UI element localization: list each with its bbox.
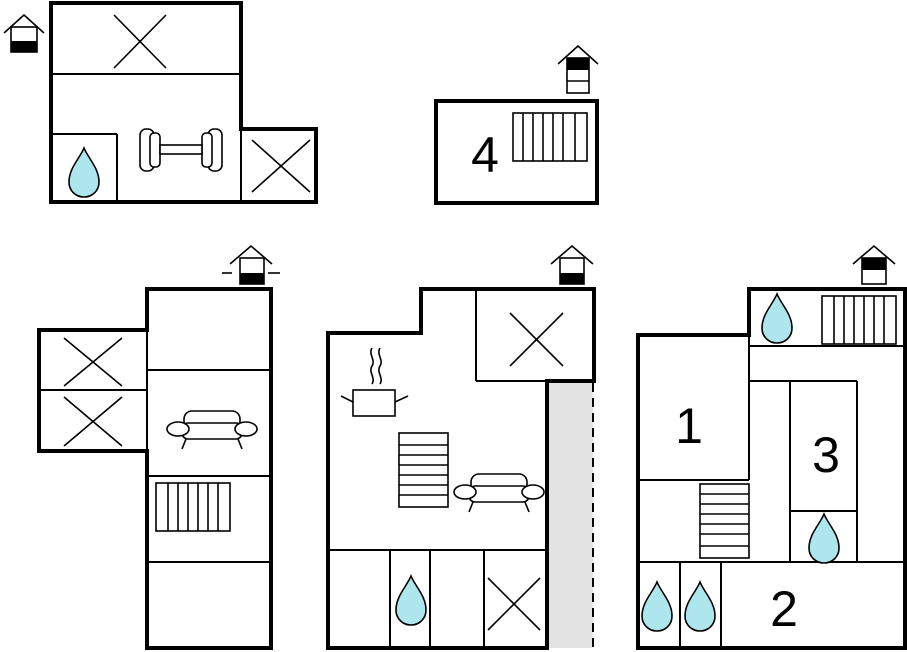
room-number-4: 4 (471, 127, 499, 183)
stairs-icon (512, 112, 588, 162)
cross-icon (63, 337, 123, 387)
block-bottom-left (37, 287, 273, 650)
cross-icon (509, 312, 564, 367)
level-icon-top-left (3, 13, 45, 53)
water-drop-icon (68, 147, 100, 198)
sofa-icon (166, 410, 258, 450)
dumbbell-icon (139, 128, 223, 172)
water-drop-icon (684, 581, 716, 632)
room-number-1: 1 (675, 398, 703, 454)
room-number-2: 2 (770, 581, 798, 637)
water-drop-icon (761, 293, 793, 344)
cross-icon (251, 139, 311, 193)
level-icon-bottom-right (852, 244, 896, 285)
water-drop-icon (641, 581, 673, 632)
level-icon-bottom-left (222, 244, 280, 285)
block-top-left (49, 1, 318, 204)
stairs-icon (155, 482, 231, 532)
stairs-icon (398, 432, 449, 508)
terrace-area (547, 381, 593, 648)
stairs-icon (699, 483, 750, 559)
cross-icon (63, 396, 123, 447)
level-icon-bottom-middle (550, 244, 594, 285)
room-number-3: 3 (812, 427, 840, 483)
water-drop-icon (395, 575, 427, 626)
block-room-4: 4 (434, 99, 599, 205)
cooking-pot-icon (340, 347, 409, 417)
level-icon-room-4 (557, 44, 599, 94)
water-drop-icon (808, 513, 840, 564)
stairs-icon (821, 295, 897, 345)
block-bottom-right: 1 3 2 (636, 287, 907, 650)
cross-icon (487, 577, 541, 631)
block-bottom-middle (326, 287, 596, 650)
cross-icon (113, 14, 167, 69)
sofa-icon (453, 473, 545, 513)
